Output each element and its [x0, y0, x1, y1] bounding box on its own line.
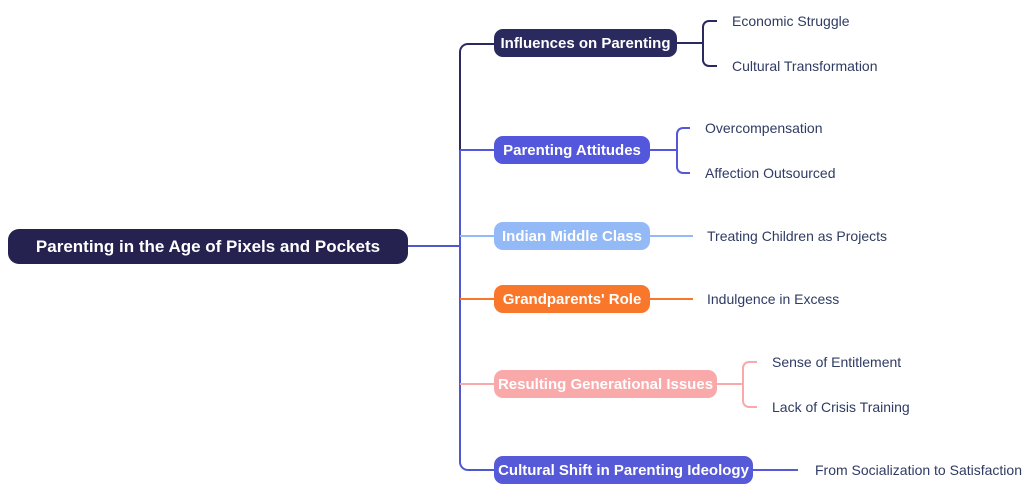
connector-attitudes-fork-up	[676, 127, 690, 150]
connector-influences-stem	[677, 42, 702, 44]
connector-influences-fork-down	[702, 43, 717, 67]
connector-trunk-lower	[459, 150, 495, 471]
connector-trunk-resulting-generational-issues	[460, 383, 494, 385]
connector-trunk-indian-middle-class	[460, 235, 494, 237]
connector-trunk-upper	[459, 43, 495, 153]
connector-grandparents-stem	[650, 298, 693, 300]
connector-middle-class-stem	[650, 235, 693, 237]
branch-node-cultural-shift-in-parenting-ideology[interactable]: Cultural Shift in Parenting Ideology	[494, 456, 753, 484]
connector-generational-fork-up	[742, 361, 757, 384]
branch-node-grandparents-role[interactable]: Grandparents' Role	[494, 285, 650, 313]
connector-generational-fork-down	[742, 384, 757, 408]
child-topic-sense-of-entitlement[interactable]: Sense of Entitlement	[772, 354, 902, 370]
child-topic-treating-children-as-projects[interactable]: Treating Children as Projects	[707, 228, 888, 244]
connector-attitudes-stem	[650, 149, 676, 151]
child-topic-from-socialization-to-satisfaction[interactable]: From Socialization to Satisfaction	[815, 462, 1022, 478]
branch-node-indian-middle-class[interactable]: Indian Middle Class	[494, 222, 650, 250]
branch-node-influences-on-parenting[interactable]: Influences on Parenting	[494, 29, 677, 57]
connector-attitudes-fork-down	[676, 150, 690, 174]
root-topic-node[interactable]: Parenting in the Age of Pixels and Pocke…	[8, 229, 408, 264]
connector-generational-stem	[717, 383, 742, 385]
child-topic-indulgence-in-excess[interactable]: Indulgence in Excess	[707, 291, 840, 307]
branch-node-resulting-generational-issues[interactable]: Resulting Generational Issues	[494, 370, 717, 398]
child-topic-lack-of-crisis-training[interactable]: Lack of Crisis Training	[772, 399, 910, 415]
connector-trunk-grandparents-role	[460, 298, 494, 300]
child-topic-overcompensation[interactable]: Overcompensation	[705, 120, 823, 136]
child-topic-economic-struggle[interactable]: Economic Struggle	[732, 13, 850, 29]
connector-root-to-trunk	[408, 245, 460, 247]
connector-cultural-shift-stem	[753, 469, 798, 471]
child-topic-affection-outsourced[interactable]: Affection Outsourced	[705, 165, 836, 181]
child-topic-cultural-transformation[interactable]: Cultural Transformation	[732, 58, 878, 74]
connector-influences-fork-up	[702, 20, 717, 43]
connector-trunk-parenting-attitudes	[460, 149, 494, 151]
branch-node-parenting-attitudes[interactable]: Parenting Attitudes	[494, 136, 650, 164]
